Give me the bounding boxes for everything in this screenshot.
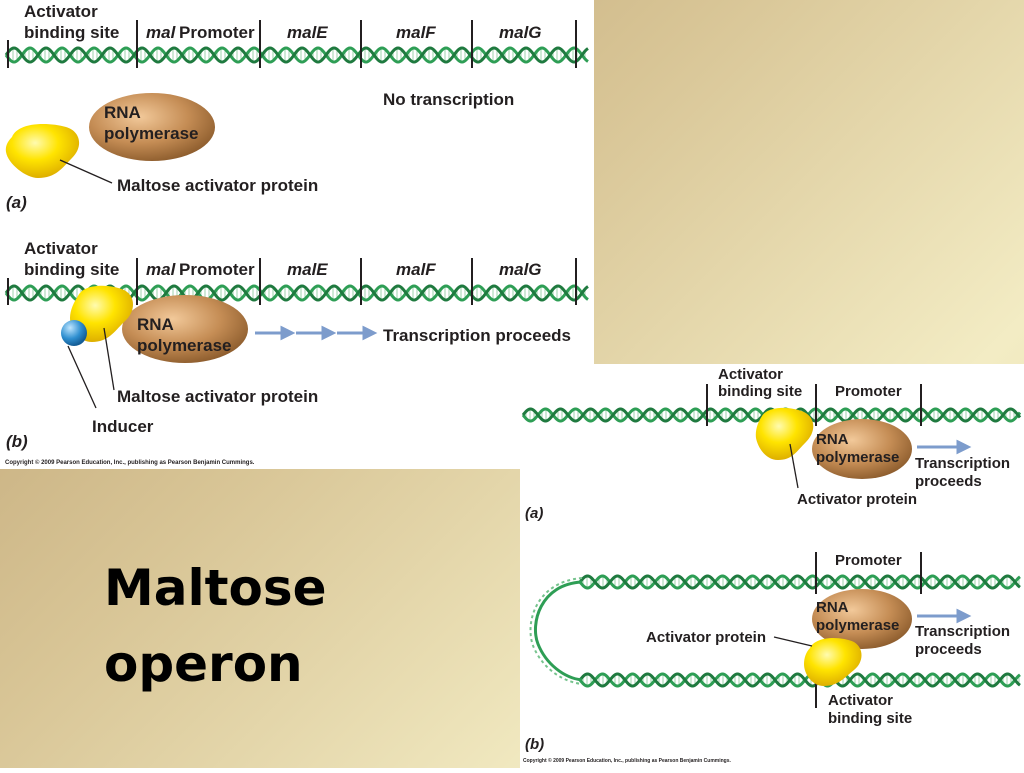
inducer-molecule (61, 320, 87, 346)
label-activator-binding-site-line2: binding site (24, 23, 119, 42)
label-gene-malf-b: malF (396, 260, 436, 279)
label-mal-b: mal (146, 260, 177, 279)
figure-top: Activator binding site mal Promoter malE… (0, 0, 594, 469)
bottom-dna-helix-b-bottom (578, 672, 1021, 688)
figure-bottom-svg: Activator binding site Promoter RNA poly… (521, 366, 1022, 764)
label-gene-malg: malG (499, 23, 542, 42)
bottom-rna-polymerase-b (812, 589, 912, 649)
bottom-panel-label-a: (a) (525, 505, 543, 522)
bottom-b-status-line2: proceeds (915, 641, 982, 658)
rna-polymerase-b-line2: polymerase (137, 336, 232, 355)
status-no-transcription: No transcription (383, 90, 514, 109)
maltose-activator-protein-a (5, 124, 80, 178)
status-transcription-proceeds: Transcription proceeds (383, 326, 571, 345)
bottom-a-activator-line1: Activator (718, 366, 783, 383)
bottom-activator-protein-a (755, 407, 814, 460)
dna-helix-a (4, 46, 589, 64)
figure-top-svg: Activator binding site mal Promoter malE… (4, 2, 589, 466)
label-activator-binding-site-b-line2: binding site (24, 260, 119, 279)
bottom-a-rna-line1: RNA (816, 431, 849, 448)
bottom-arrow-b (917, 608, 972, 624)
bottom-pointer-activator-b (773, 636, 813, 647)
bottom-b-activator-line1: Activator (828, 692, 893, 709)
slide-title-line2: operon (104, 635, 303, 693)
label-activator-binding-site-line1: Activator (24, 2, 98, 21)
bottom-a-status-line2: proceeds (915, 473, 982, 490)
bottom-arrow-a (917, 439, 972, 455)
copyright-top: Copyright © 2009 Pearson Education, Inc.… (5, 459, 255, 466)
figure-bottom: Activator binding site Promoter RNA poly… (520, 364, 1024, 768)
region-dividers-a (7, 20, 577, 68)
panel-label-a-top: (a) (6, 193, 27, 212)
bottom-activator-protein-b (804, 638, 862, 686)
slide-title-line1: Maltose (104, 559, 327, 617)
rna-polymerase-a-line1: RNA (104, 103, 141, 122)
label-gene-malg-b: malG (499, 260, 542, 279)
copyright-bottom: Copyright © 2009 Pearson Education, Inc.… (523, 757, 732, 764)
bottom-b-rna-line2: polymerase (816, 617, 899, 634)
region-dividers-b (7, 258, 577, 305)
transcription-arrows-b (255, 325, 378, 341)
rna-polymerase-b-line1: RNA (137, 315, 174, 334)
pointer-activator-a (59, 159, 113, 184)
label-promoter: Promoter (179, 23, 255, 42)
rna-polymerase-a-line2: polymerase (104, 124, 199, 143)
pointer-activator-b (103, 327, 115, 391)
label-gene-malf: malF (396, 23, 436, 42)
label-inducer: Inducer (92, 417, 154, 436)
label-promoter-b: Promoter (179, 260, 255, 279)
label-mal: mal (146, 23, 177, 42)
panel-label-b-top: (b) (6, 432, 28, 451)
bottom-rna-polymerase-a (812, 419, 912, 479)
rna-polymerase-a (89, 93, 215, 161)
bottom-dna-helix-b-top (578, 574, 1021, 590)
bottom-b-activator-label: Activator protein (646, 629, 766, 646)
label-gene-male-b: malE (287, 260, 328, 279)
slide-title: Maltose operon (104, 550, 327, 702)
label-activator-binding-site-b-line1: Activator (24, 239, 98, 258)
bottom-panel-label-b: (b) (525, 736, 544, 753)
bottom-b-rna-line1: RNA (816, 599, 849, 616)
bottom-a-status-line1: Transcription (915, 455, 1010, 472)
bottom-dividers-a (706, 384, 922, 426)
bottom-pointer-activator-a (789, 443, 799, 489)
bottom-a-activator-line2: binding site (718, 383, 802, 400)
bottom-a-activator-label: Activator protein (797, 491, 917, 508)
bottom-a-promoter: Promoter (835, 383, 902, 400)
label-maltose-activator-b: Maltose activator protein (117, 387, 318, 406)
bottom-b-activator-line2: binding site (828, 710, 912, 727)
pointer-inducer (67, 345, 97, 409)
rna-polymerase-b (122, 295, 248, 363)
label-maltose-activator-a: Maltose activator protein (117, 176, 318, 195)
bottom-b-status-line1: Transcription (915, 623, 1010, 640)
label-gene-male: malE (287, 23, 328, 42)
bottom-dna-loop-outer (534, 580, 583, 682)
bottom-b-promoter: Promoter (835, 552, 902, 569)
bottom-a-rna-line2: polymerase (816, 449, 899, 466)
